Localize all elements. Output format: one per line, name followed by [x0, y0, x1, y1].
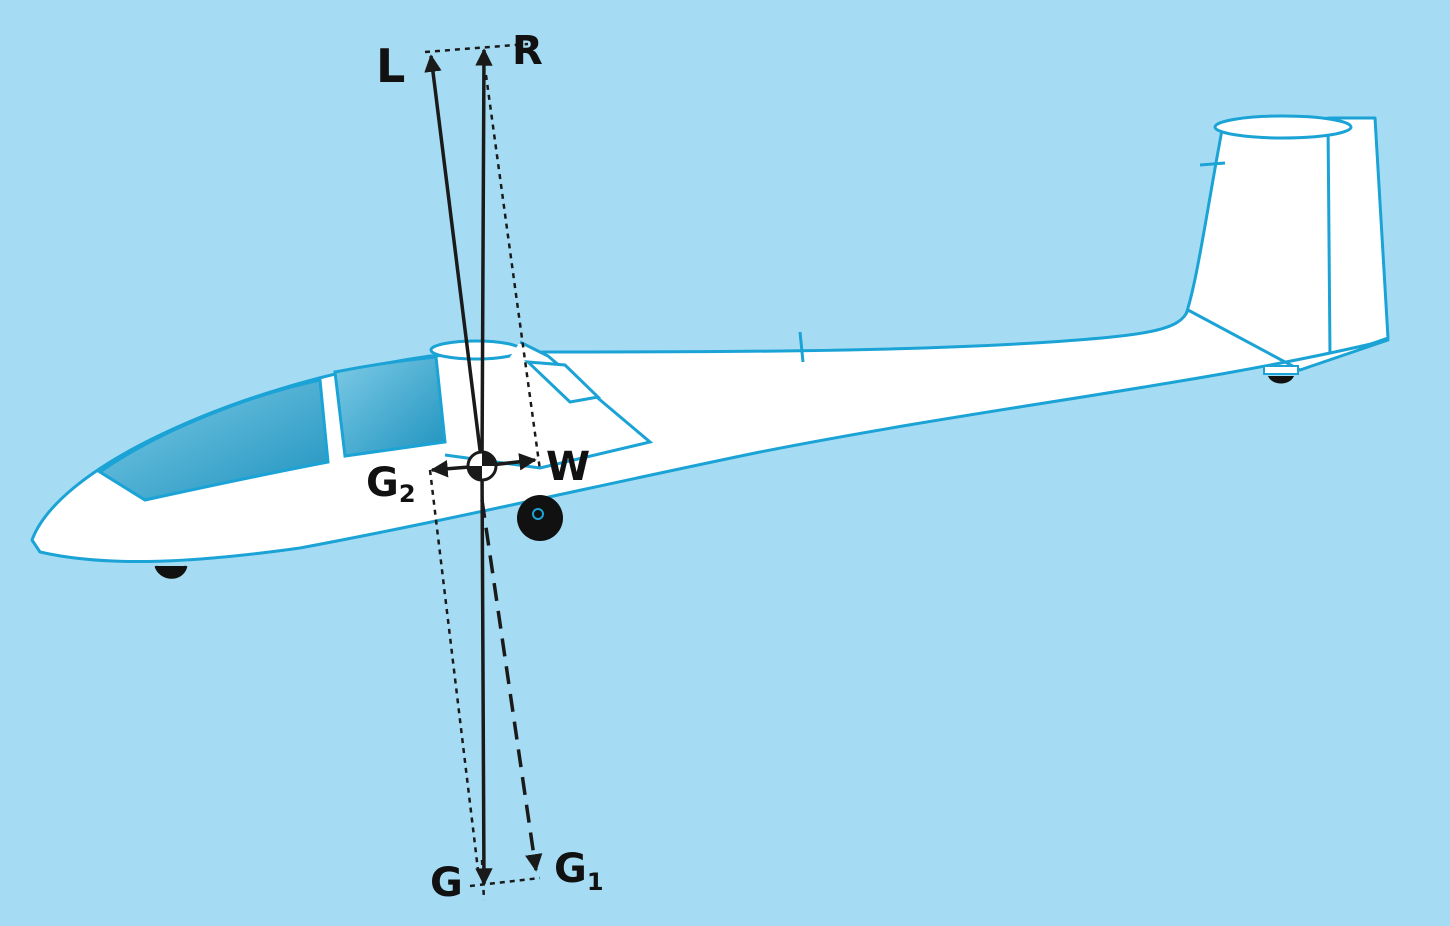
- label-g2-sub: 2: [399, 480, 416, 508]
- rudder-hinge-line: [1326, 121, 1332, 357]
- horizontal-stabilizer: [1213, 114, 1353, 140]
- construction-line-top: [424, 42, 529, 54]
- label-lift: L: [376, 39, 405, 93]
- label-weight: G: [430, 860, 463, 906]
- resultant-vector: [475, 48, 493, 467]
- main-wheel: [517, 495, 563, 541]
- force-labels: L R W G2 G G1: [366, 28, 604, 906]
- construction-line-g2: [428, 469, 480, 871]
- wing-root: [429, 339, 523, 361]
- weight-component-g1-vector: [480, 499, 543, 872]
- lift-vector: [424, 54, 484, 467]
- label-g1: G1: [554, 846, 604, 896]
- label-drag: W: [546, 444, 590, 490]
- wing-panel: [523, 360, 602, 404]
- tail-wheel: [1263, 365, 1299, 384]
- canopy-front: [97, 378, 330, 502]
- nose-skid: [154, 565, 188, 579]
- label-g1-sub: 1: [587, 868, 604, 896]
- antenna: [798, 331, 805, 363]
- label-g2: G2: [366, 460, 416, 508]
- trim-tab: [1199, 161, 1226, 167]
- label-g2-main: G: [366, 460, 399, 506]
- construction-line-bottom: [469, 876, 541, 888]
- force-vectors: [424, 42, 543, 901]
- construction-line-r-right: [484, 74, 542, 471]
- glider: [30, 114, 1390, 579]
- center-of-gravity-icon: [466, 450, 498, 482]
- weight-vector: [475, 465, 493, 886]
- canopy-rear: [333, 355, 447, 458]
- label-resultant: R: [512, 28, 543, 74]
- label-g1-main: G: [554, 846, 587, 892]
